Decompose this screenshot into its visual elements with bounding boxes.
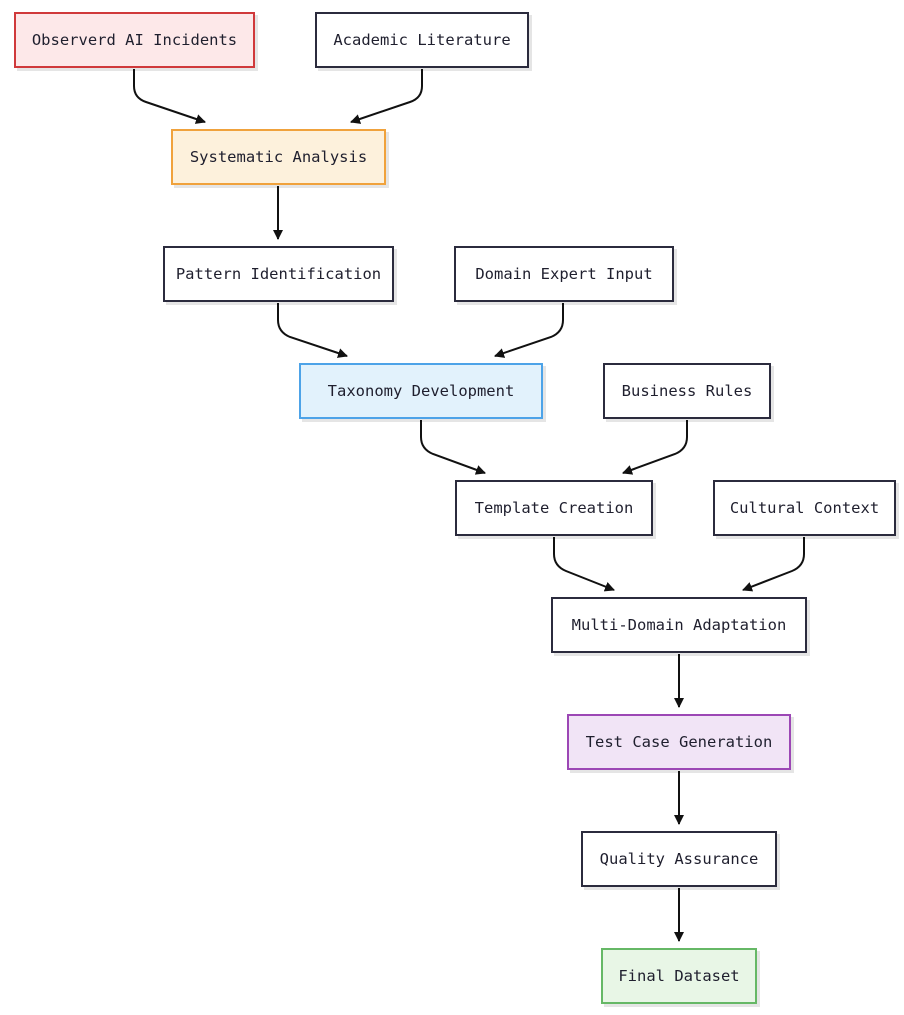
node-observed-ai-incidents: Observerd AI Incidents — [14, 12, 255, 68]
edge-business-rules-to-template-creation — [622, 420, 688, 475]
node-taxonomy-development: Taxonomy Development — [299, 363, 543, 419]
edge-academic-literature-to-systematic-analysis — [350, 69, 423, 124]
node-pattern-identification: Pattern Identification — [163, 246, 394, 302]
edge-cultural-context-to-multi-domain-adaptation — [742, 537, 805, 592]
edge-observed-incidents-to-systematic-analysis — [133, 69, 206, 124]
node-business-rules: Business Rules — [603, 363, 771, 419]
node-template-creation: Template Creation — [455, 480, 653, 536]
edge-pattern-identification-to-taxonomy-development — [277, 303, 348, 358]
node-quality-assurance: Quality Assurance — [581, 831, 777, 887]
node-final-dataset: Final Dataset — [601, 948, 757, 1004]
node-academic-literature: Academic Literature — [315, 12, 529, 68]
node-cultural-context: Cultural Context — [713, 480, 896, 536]
node-multi-domain-adaptation: Multi-Domain Adaptation — [551, 597, 807, 653]
edge-taxonomy-development-to-template-creation — [420, 420, 486, 475]
node-systematic-analysis: Systematic Analysis — [171, 129, 386, 185]
edge-domain-expert-input-to-taxonomy-development — [494, 303, 564, 358]
node-test-case-generation: Test Case Generation — [567, 714, 791, 770]
node-domain-expert-input: Domain Expert Input — [454, 246, 674, 302]
edge-template-creation-to-multi-domain-adaptation — [553, 537, 615, 592]
